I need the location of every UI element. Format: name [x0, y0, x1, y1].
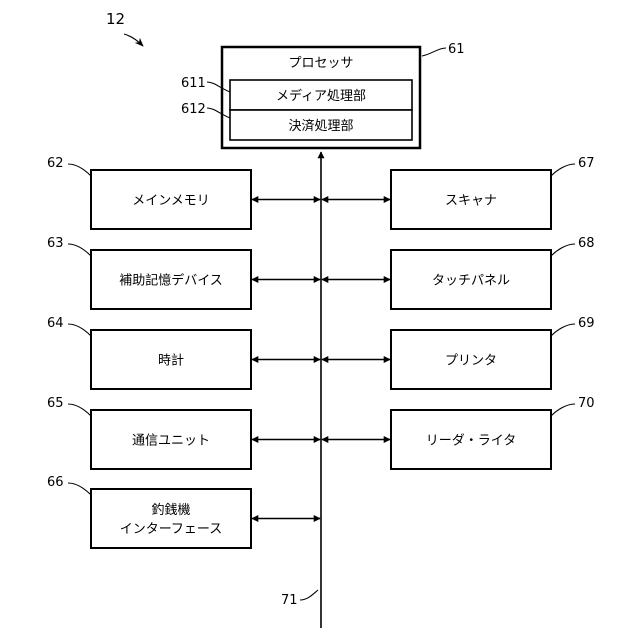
bus-ref-leader: [300, 590, 318, 600]
processor-block: プロセッサ メディア処理部 決済処理部: [222, 47, 420, 148]
media-processing-unit-label: メディア処理部: [276, 88, 366, 104]
processor-label: プロセッサ: [288, 56, 353, 71]
right-component-0-label: スキャナ: [445, 194, 497, 209]
right-component-0-ref: 67: [578, 156, 595, 171]
left-component-0-label: メインメモリ: [132, 194, 210, 209]
left-components: メインメモリ 62 補助記憶デバイス 63 時計 64 通信ユニット 65 釣銭機インターフェー…: [47, 156, 320, 548]
left-component-2-ref-leader: [68, 324, 91, 336]
right-component-3-label: リーダ・ライタ: [426, 434, 516, 449]
left-component-1-ref: 63: [47, 236, 64, 251]
right-components: スキャナ 67 タッチパネル 68 プリンタ 69 リーダ・ライタ 70: [322, 156, 595, 469]
left-component-4-ref: 66: [47, 475, 64, 490]
right-component-1-label: タッチパネル: [432, 274, 510, 289]
processor-ref: 61: [448, 42, 465, 57]
right-component-1-ref: 68: [578, 236, 595, 251]
processor-ref-leader: [422, 48, 446, 56]
left-component-4-label: インターフェース: [120, 522, 223, 537]
media-unit-ref: 611: [181, 76, 206, 91]
right-component-2-ref: 69: [578, 316, 595, 331]
left-component-2-ref: 64: [47, 316, 64, 331]
left-component-1-ref-leader: [68, 244, 91, 256]
right-component-3-ref: 70: [578, 396, 595, 411]
right-component-1-ref-leader: [551, 244, 575, 256]
left-component-2-label: 時計: [158, 353, 184, 369]
right-component-0-ref-leader: [551, 164, 575, 176]
left-component-3-label: 通信ユニット: [132, 434, 210, 449]
left-component-4-ref-leader: [68, 483, 91, 495]
left-component-3-ref-leader: [68, 404, 91, 416]
right-component-2-ref-leader: [551, 324, 575, 336]
right-component-3-ref-leader: [551, 404, 575, 416]
left-component-4-box: [91, 489, 251, 548]
left-component-1-label: 補助記憶デバイス: [119, 273, 223, 289]
left-component-0-ref-leader: [68, 164, 91, 176]
left-component-4-label: 釣銭機: [151, 502, 190, 518]
left-component-3-ref: 65: [47, 396, 64, 411]
figure-ref-arrow: [124, 34, 143, 46]
payment-processing-unit-label: 決済処理部: [288, 118, 353, 134]
left-component-0-ref: 62: [47, 156, 64, 171]
bus-ref: 71: [281, 593, 298, 608]
payment-unit-ref: 612: [181, 102, 206, 117]
figure-ref-label: 12: [106, 10, 125, 28]
right-component-2-label: プリンタ: [445, 354, 497, 369]
